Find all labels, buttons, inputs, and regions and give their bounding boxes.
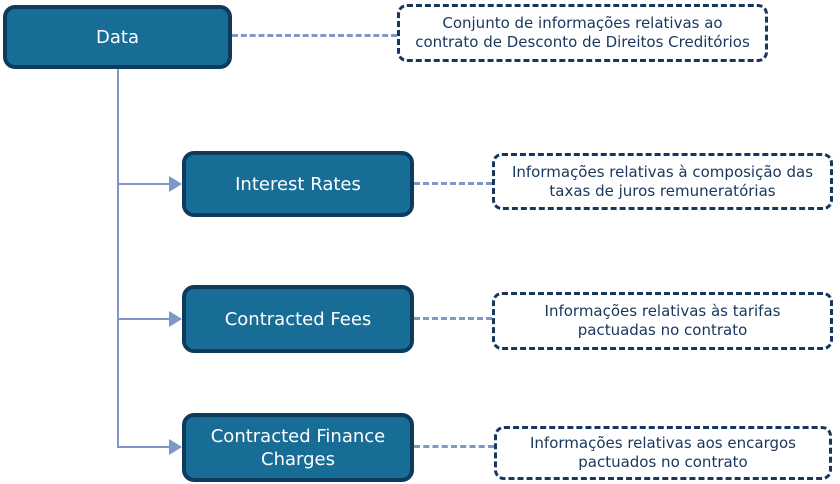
note-contracted-finance-charges-text: Informações relativas aos encargos pactu… — [529, 434, 796, 471]
note-contracted-finance-charges: Informações relativas aos encargos pactu… — [494, 426, 832, 480]
dashed-connector-data-note — [232, 34, 397, 37]
node-contracted-finance-charges-label: Contracted Finance Charges — [210, 425, 386, 470]
connector-vertical-trunk — [117, 69, 119, 447]
node-contracted-fees: Contracted Fees — [182, 285, 414, 353]
note-data: Conjunto de informações relativas ao con… — [397, 4, 768, 62]
note-interest-rates-text: Informações relativas à composição das t… — [511, 162, 814, 200]
arrowhead-contracted-fees-icon — [169, 311, 182, 327]
note-interest-rates: Informações relativas à composição das t… — [492, 153, 833, 210]
node-interest-rates: Interest Rates — [182, 151, 414, 217]
note-contracted-fees: Informações relativas às tarifas pactuad… — [492, 292, 833, 350]
arrowhead-interest-rates-icon — [169, 176, 182, 192]
connector-branch-contracted-finance-charges — [117, 446, 170, 448]
node-contracted-fees-label: Contracted Fees — [224, 308, 372, 330]
node-contracted-finance-charges: Contracted Finance Charges — [182, 413, 414, 482]
dashed-connector-contracted-finance-charges-note — [414, 445, 494, 448]
note-contracted-fees-text: Informações relativas às tarifas pactuad… — [544, 302, 781, 339]
node-interest-rates-label: Interest Rates — [235, 173, 361, 195]
connector-branch-contracted-fees — [117, 318, 170, 320]
dashed-connector-interest-rates-note — [414, 182, 492, 185]
note-data-text: Conjunto de informações relativas ao con… — [415, 14, 750, 51]
arrowhead-contracted-finance-charges-icon — [169, 439, 182, 455]
node-data-label: Data — [96, 26, 139, 48]
dashed-connector-contracted-fees-note — [414, 317, 492, 320]
connector-branch-interest-rates — [117, 183, 170, 185]
node-data: Data — [3, 5, 232, 69]
